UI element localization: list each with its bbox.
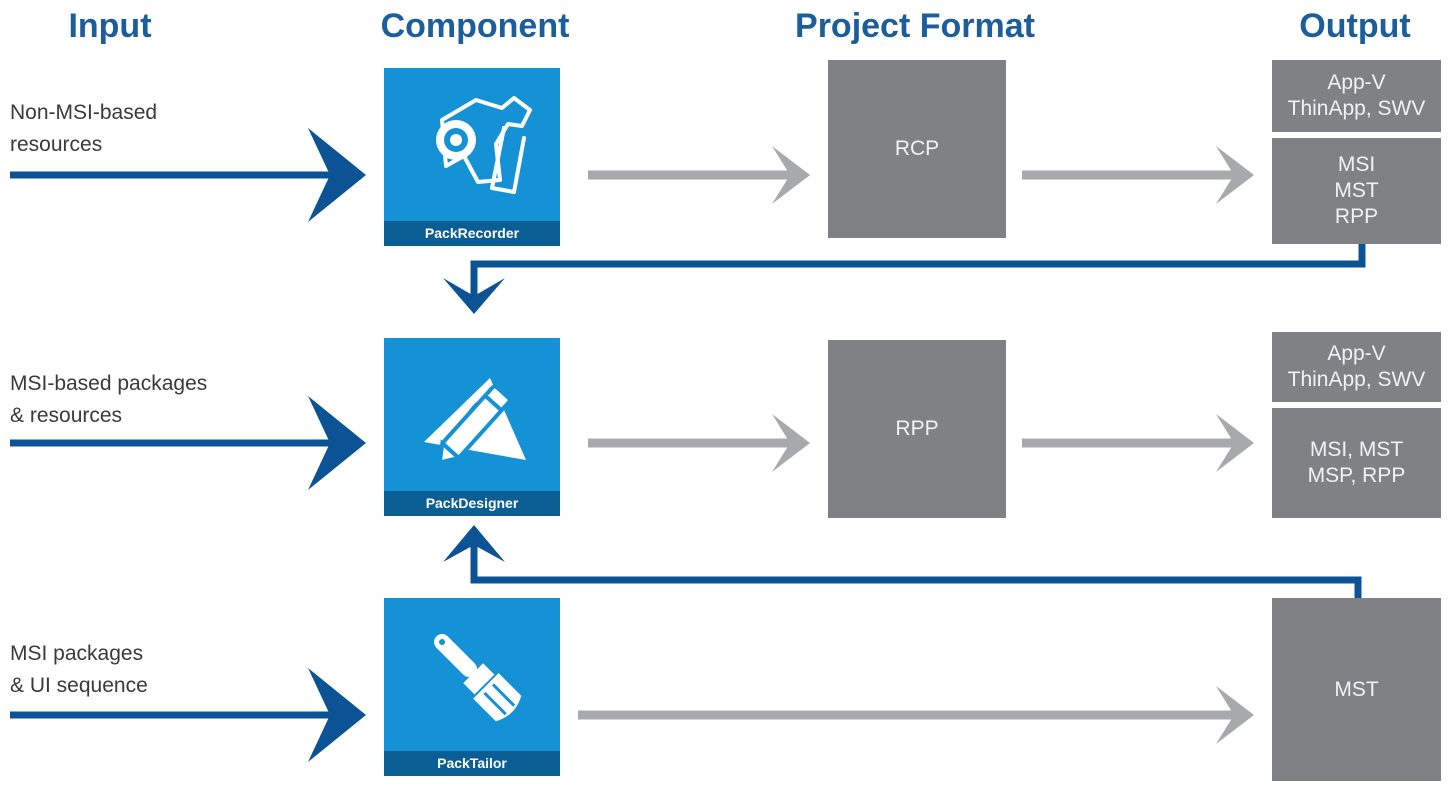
output-box-virtual-row2: App-V ThinApp, SWV bbox=[1272, 332, 1441, 402]
output-line: ThinApp, SWV bbox=[1287, 368, 1426, 391]
output-box-mst-row3: MST bbox=[1272, 598, 1441, 781]
arrow-format-to-output-row2 bbox=[1022, 414, 1254, 472]
output-line: RPP bbox=[1334, 205, 1379, 228]
output-line: App-V bbox=[1327, 342, 1386, 365]
output-line: MSP, RPP bbox=[1307, 464, 1406, 487]
format-label: RCP bbox=[894, 137, 940, 160]
component-label: PackDesigner bbox=[384, 491, 560, 516]
output-line: ThinApp, SWV bbox=[1287, 97, 1426, 120]
output-box-msi-row2: MSI, MST MSP, RPP bbox=[1272, 408, 1441, 518]
header-output: Output bbox=[1299, 7, 1411, 45]
arrow-component-to-format-row1 bbox=[588, 146, 810, 204]
component-label: PackTailor bbox=[384, 751, 560, 776]
input-label-row2: MSI-based packages & resources bbox=[10, 368, 270, 432]
output-box-msi-row1: MSI MST RPP bbox=[1272, 138, 1441, 244]
input-label-line: & UI sequence bbox=[10, 674, 148, 697]
component-label: PackRecorder bbox=[384, 221, 560, 246]
input-label-row1: Non-MSI-based resources bbox=[10, 97, 270, 161]
arrow-format-to-output-row1 bbox=[1022, 146, 1254, 204]
input-label-row3: MSI packages & UI sequence bbox=[10, 638, 270, 702]
video-camera-icon bbox=[436, 96, 532, 194]
format-box-rcp: RCP bbox=[828, 60, 1006, 238]
output-line: MST bbox=[1334, 677, 1379, 701]
arrow-component-to-format-row2 bbox=[588, 414, 810, 472]
input-label-line: & resources bbox=[10, 404, 123, 427]
component-packtailor[interactable]: PackTailor bbox=[384, 598, 560, 776]
feedback-arrow-output1-to-designer bbox=[443, 244, 1366, 314]
component-packdesigner[interactable]: PackDesigner bbox=[384, 338, 560, 516]
format-label: RPP bbox=[895, 417, 939, 440]
paintbrush-icon bbox=[434, 634, 522, 722]
input-label-line: MSI packages bbox=[10, 642, 144, 665]
input-label-line: resources bbox=[10, 133, 103, 156]
input-label-line: Non-MSI-based bbox=[10, 101, 158, 124]
input-arrow-row1 bbox=[10, 128, 366, 222]
format-box-rpp: RPP bbox=[828, 340, 1006, 518]
header-input: Input bbox=[68, 7, 152, 45]
input-label-line: MSI-based packages bbox=[10, 372, 208, 395]
feedback-arrow-output3-to-designer bbox=[443, 525, 1362, 598]
arrow-component-to-output-row3 bbox=[578, 686, 1254, 744]
header-project-format: Project Format bbox=[795, 7, 1035, 45]
output-line: MSI bbox=[1337, 153, 1376, 176]
header-component: Component bbox=[380, 7, 570, 45]
output-line: MST bbox=[1334, 179, 1379, 202]
output-line: MSI, MST bbox=[1309, 438, 1404, 461]
input-arrow-row2 bbox=[10, 396, 366, 490]
component-packrecorder[interactable]: PackRecorder bbox=[384, 68, 560, 246]
design-triangle-pencil-icon bbox=[424, 378, 526, 466]
output-line: App-V bbox=[1327, 71, 1386, 94]
output-box-virtual-row1: App-V ThinApp, SWV bbox=[1272, 60, 1441, 132]
input-arrow-row3 bbox=[10, 668, 366, 762]
